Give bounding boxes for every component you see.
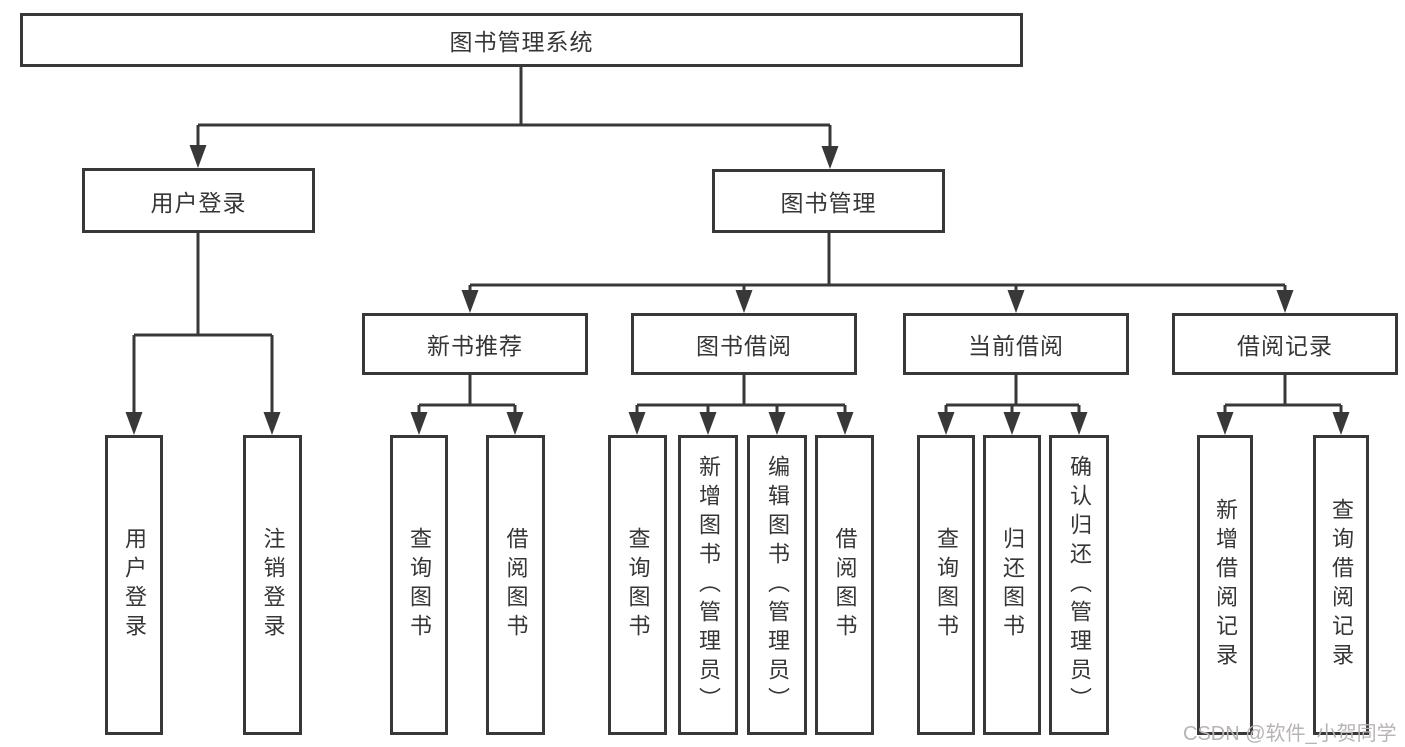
node-label: 用户登录 bbox=[122, 527, 147, 643]
node-label: 归还图书 bbox=[1000, 527, 1025, 643]
node-label: 确认归还（管理员） bbox=[1067, 454, 1092, 716]
leaf-query-borrow-record: 查询借阅记录 bbox=[1313, 435, 1369, 735]
leaf-borrow-book: 借阅图书 bbox=[815, 435, 874, 735]
node-label: 查询图书 bbox=[407, 527, 432, 643]
node-label: 借阅图书 bbox=[503, 527, 529, 643]
leaf-confirm-return-admin: 确认归还（管理员） bbox=[1049, 435, 1109, 735]
node-user-login: 用户登录 bbox=[82, 168, 315, 233]
leaf-edit-book-admin: 编辑图书（管理员） bbox=[747, 435, 807, 735]
node-library-system: 图书管理系统 bbox=[20, 13, 1023, 67]
node-label: 借阅图书 bbox=[832, 527, 858, 643]
leaf-query-book-borrow: 查询图书 bbox=[608, 435, 667, 735]
leaf-return-book: 归还图书 bbox=[983, 435, 1041, 735]
node-borrowing-records: 借阅记录 bbox=[1172, 313, 1398, 375]
node-label: 当前借阅 bbox=[968, 333, 1064, 359]
node-label: 查询借阅记录 bbox=[1329, 498, 1354, 672]
node-book-borrowing: 图书借阅 bbox=[631, 313, 857, 375]
node-label: 注销登录 bbox=[260, 527, 286, 643]
node-label: 借阅记录 bbox=[1237, 333, 1333, 359]
node-label: 查询图书 bbox=[625, 527, 651, 643]
leaf-add-borrow-record: 新增借阅记录 bbox=[1197, 435, 1253, 735]
node-label: 图书管理系统 bbox=[449, 29, 594, 55]
leaf-query-book-current: 查询图书 bbox=[917, 435, 975, 735]
node-label: 新书推荐 bbox=[427, 333, 523, 359]
node-label: 编辑图书（管理员） bbox=[765, 454, 790, 716]
node-book-management: 图书管理 bbox=[712, 169, 945, 233]
node-label: 用户登录 bbox=[150, 189, 247, 216]
node-label: 图书管理 bbox=[780, 190, 877, 216]
leaf-query-book-recommend: 查询图书 bbox=[390, 435, 448, 735]
node-new-book-recommend: 新书推荐 bbox=[362, 313, 588, 375]
watermark: CSDN @软件_小贺同学 bbox=[1183, 723, 1397, 745]
leaf-add-book-admin: 新增图书（管理员） bbox=[678, 435, 738, 735]
node-label: 新增借阅记录 bbox=[1213, 498, 1238, 672]
leaf-borrow-book-recommend: 借阅图书 bbox=[486, 435, 545, 735]
leaf-user-login: 用户登录 bbox=[105, 435, 163, 735]
node-label: 新增图书（管理员） bbox=[696, 454, 721, 716]
node-label: 查询图书 bbox=[934, 527, 959, 643]
arrowhead-set bbox=[125, 145, 1350, 435]
leaf-logout-login: 注销登录 bbox=[243, 435, 302, 735]
node-current-borrowing: 当前借阅 bbox=[903, 313, 1129, 375]
node-label: 图书借阅 bbox=[696, 333, 792, 359]
